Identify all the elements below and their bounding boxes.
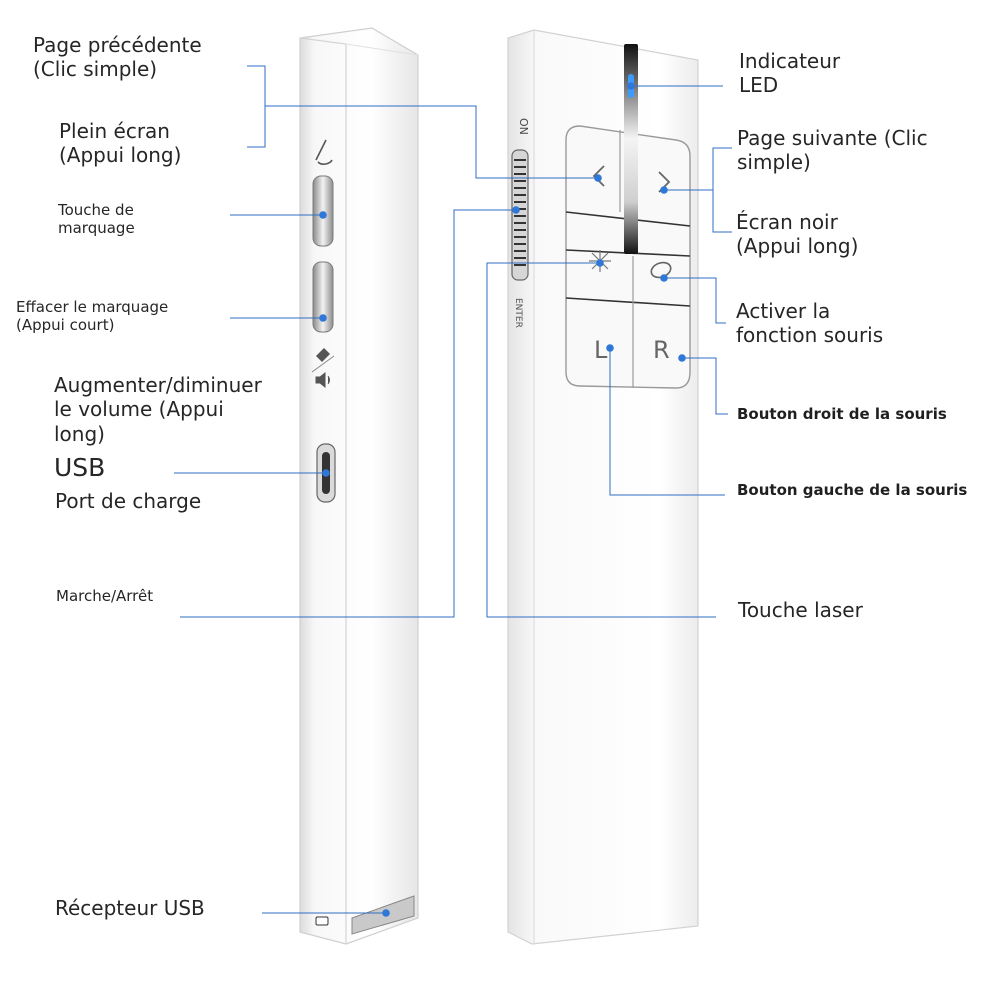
label-fullscreen: Plein écran (Appui long): [59, 119, 182, 168]
label-black-screen: Écran noir (Appui long): [736, 210, 859, 259]
speaker-icon: [315, 371, 330, 389]
label-left-click: Bouton gauche de la souris: [737, 481, 968, 499]
label-usb-port: Port de charge: [55, 489, 202, 513]
erase-volume-button[interactable]: [312, 261, 334, 333]
label-page-next: Page suivante (Clic simple): [737, 126, 928, 175]
eraser-icon: [316, 348, 330, 362]
enter-label: ENTER: [513, 298, 523, 328]
label-usb-receiver: Récepteur USB: [55, 896, 205, 920]
label-right-click: Bouton droit de la souris: [737, 405, 947, 423]
label-led-indicator: Indicateur LED: [739, 49, 841, 98]
on-label: ON: [517, 118, 530, 135]
label-laser-key: Touche laser: [738, 598, 863, 622]
label-volume: Augmenter/diminuer le volume (Appui long…: [54, 373, 262, 446]
label-marker-key: Touche de marquage: [58, 201, 135, 238]
left-button-letter: L: [594, 336, 608, 364]
presenter-front-view: ON ENTER: [507, 29, 699, 945]
led-strip: [624, 44, 638, 254]
label-erase-marking: Effacer le marquage (Appui court): [16, 298, 169, 335]
label-usb: USB: [54, 453, 106, 482]
presenter-side-view: [299, 27, 419, 945]
marker-dots: [319, 82, 686, 917]
label-mouse-function: Activer la fonction souris: [736, 299, 884, 348]
marker-button[interactable]: [312, 175, 334, 247]
right-button-letter: R: [653, 336, 670, 364]
pen-icon: [315, 139, 333, 165]
label-page-prev: Page précédente (Clic simple): [33, 33, 202, 82]
previous-icon: [592, 165, 605, 187]
label-power: Marche/Arrêt: [56, 587, 154, 605]
leader-lines: [174, 65, 732, 914]
